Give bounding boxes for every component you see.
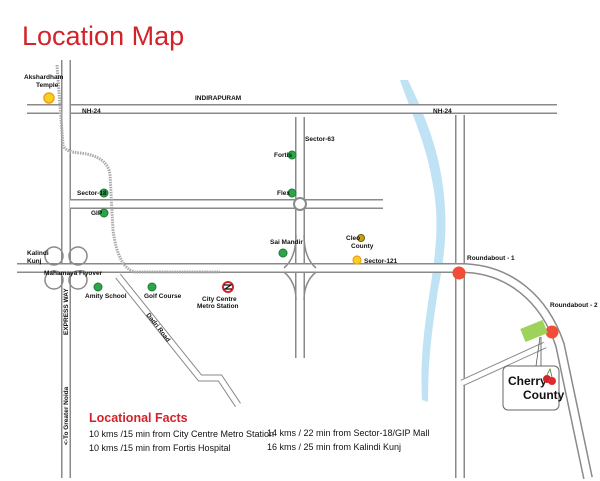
svg-text:Cherry: Cherry [508,374,547,388]
label-amity: Amity School [85,293,127,300]
fortis-marker [287,150,297,160]
label-flex: Flex [277,190,290,197]
facts-heading: Locational Facts [89,411,188,425]
fact-item: 14 kms / 22 min from Sector-18/GIP Mall [267,428,429,438]
amity-marker [93,282,103,292]
label-metro-2: Metro Station [197,303,239,310]
fact-item: 10 kms /15 min from City Centre Metro St… [89,429,274,439]
river [400,80,446,402]
label-sector121: Sector-121 [364,258,398,265]
label-nh24: NH-24 [82,108,101,115]
label-cleo: Cleo [346,235,360,242]
svg-text:County: County [523,388,565,402]
metro-railway [55,64,220,274]
roundabout-sector63 [293,197,307,211]
sector121-marker [352,255,362,265]
label-kunj: Kunj [27,258,42,265]
label-dadri-road: Dadri Road [144,312,171,344]
label-sector18: Sector-18 [77,190,107,197]
label-temple: Temple [36,82,59,89]
label-nh24-east: NH-24 [433,108,452,115]
roads [17,60,593,480]
label-greater-noida: <-To Greater Noida [63,386,70,445]
label-indirapuram: INDIRAPURAM [195,95,241,102]
cleo-county-icon [357,234,365,242]
cherry-county-plot [520,320,548,342]
cherry-county-logo: Cherry County [502,365,565,411]
metro-station-icon [222,281,234,293]
label-sector63: Sector-63 [305,136,335,143]
label-roundabout-1: Roundabout - 1 [467,255,515,262]
fact-item: 16 kms / 25 min from Kalindi Kunj [267,442,401,452]
flex-marker [287,188,297,198]
label-golf: Golf Course [144,293,182,300]
roundabout-2-marker [545,325,559,339]
sai-mandir-marker [278,248,288,258]
fact-item: 10 kms /15 min from Fortis Hospital [89,443,231,453]
label-sai-mandir: Sai Mandir [270,239,303,246]
label-expressway: EXPRESS WAY [63,288,70,335]
label-gip: GIP [91,210,103,217]
roundabout-1-marker [452,266,466,280]
page-title: Location Map [22,21,184,51]
label-roundabout-2: Roundabout - 2 [550,302,598,309]
label-kalindi: Kalindi [27,250,49,257]
label-metro-1: City Centre [202,296,237,303]
label-cleo-county: County [351,243,374,250]
label-akshardham: Akshardham [24,74,64,81]
label-mahamaya: Mahamaya Flyover [44,270,103,277]
golf-marker [147,282,157,292]
locational-facts: Locational Facts 10 kms /15 min from Cit… [89,411,429,453]
akshardham-marker [43,92,55,104]
sector18-marker [99,188,109,198]
gip-marker [99,208,109,218]
label-fortis: Fortis [274,152,292,159]
